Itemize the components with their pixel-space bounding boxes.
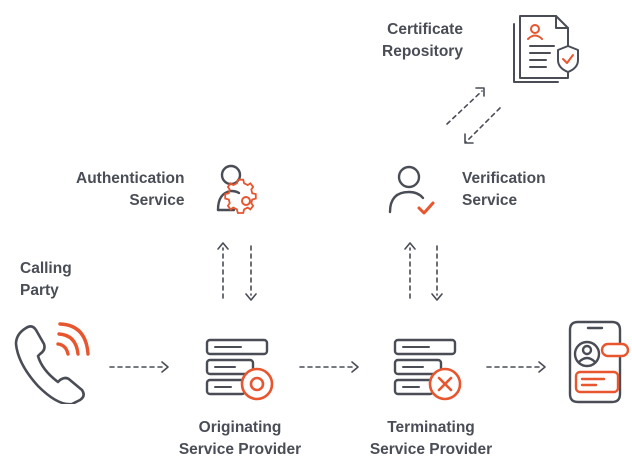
authentication-service-label-line1: Authentication [76,170,185,187]
verification-service-label: Verification Service [462,168,546,212]
arrowhead-4 [217,242,229,250]
calling-party-label-line1: Calling [20,260,72,277]
originating-provider-label-line2: Service Provider [178,441,302,458]
arrow-verify-to-cert [446,90,483,125]
originating-provider-label: Originating Service Provider [165,417,315,461]
server-x-icon [393,338,462,401]
certificate-repository-label-line2: Repository [382,43,463,60]
certificate-document-icon [513,15,579,83]
phone-ringing-icon [14,322,90,404]
verification-service-label-line2: Service [462,192,518,209]
user-check-icon [388,165,435,215]
arrowhead-9 [464,133,474,144]
arrowhead-1 [161,361,169,373]
terminating-provider-label-line2: Service Provider [369,441,493,458]
server-circle-icon [205,338,274,401]
calling-party-label-line2: Party [20,282,59,299]
authentication-service-label: Authentication Service [76,168,185,212]
calling-party-label: Calling Party [20,258,72,302]
verification-service-label-line1: Verification [462,170,546,187]
certificate-repository-label-line1: Certificate [387,21,463,38]
arrowhead-5 [245,293,257,301]
certificate-repository-label: Certificate Repository [382,19,463,63]
terminating-provider-label-line1: Terminating [387,419,475,436]
mobile-contact-icon [568,320,630,404]
authentication-service-label-line2: Service [129,192,185,209]
arrowhead-3 [538,361,546,373]
arrowhead-8 [475,87,485,97]
arrowhead-6 [404,242,416,250]
user-gear-icon [216,164,257,214]
terminating-provider-label: Terminating Service Provider [356,417,506,461]
originating-provider-label-line1: Originating [198,419,282,436]
arrowhead-2 [351,361,359,373]
arrow-cert-to-verify [465,107,501,143]
arrowhead-7 [431,293,443,301]
